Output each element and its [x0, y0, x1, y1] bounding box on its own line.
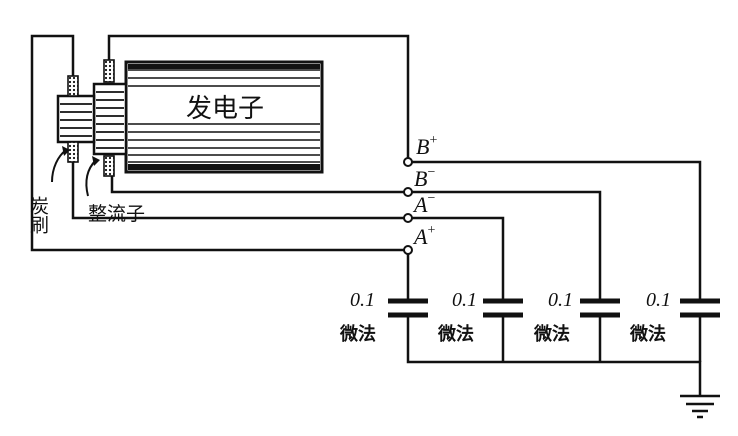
terminals	[403, 157, 413, 255]
terminal-a-minus	[403, 213, 413, 223]
capacitor-3-unit: 微法	[533, 323, 570, 345]
generator-label: 发电子	[186, 94, 264, 124]
brush-label: 炭刷	[27, 196, 49, 234]
wires	[30, 34, 702, 380]
terminal-a-minus-label: A−	[412, 191, 435, 217]
capacitor-3: 0.1 微法	[533, 289, 620, 345]
capacitor-4-value: 0.1	[646, 289, 671, 311]
capacitor-4-unit: 微法	[629, 323, 666, 345]
ground-icon	[680, 380, 720, 419]
terminal-b-minus-label: B−	[414, 165, 435, 191]
commutator-arrow	[85, 156, 100, 197]
capacitor-1-value: 0.1	[350, 289, 375, 311]
capacitor-4: 0.1 微法	[629, 289, 720, 345]
capacitor-2-unit: 微法	[437, 323, 474, 345]
commutator	[92, 59, 128, 177]
terminal-b-plus	[403, 157, 413, 167]
capacitor-2: 0.1 微法	[437, 289, 523, 345]
terminal-a-plus-label: A+	[412, 223, 435, 249]
capacitor-1: 0.1 微法	[339, 289, 428, 345]
capacitor-2-value: 0.1	[452, 289, 477, 311]
capacitor-3-value: 0.1	[548, 289, 573, 311]
brush-arrow	[51, 146, 70, 183]
terminal-b-plus-label: B+	[416, 133, 437, 159]
terminal-b-minus	[403, 187, 413, 197]
capacitor-1-unit: 微法	[339, 323, 376, 345]
generator: 发电子	[124, 60, 324, 174]
terminal-a-plus	[403, 245, 413, 255]
commutator-label: 整流子	[88, 203, 145, 225]
